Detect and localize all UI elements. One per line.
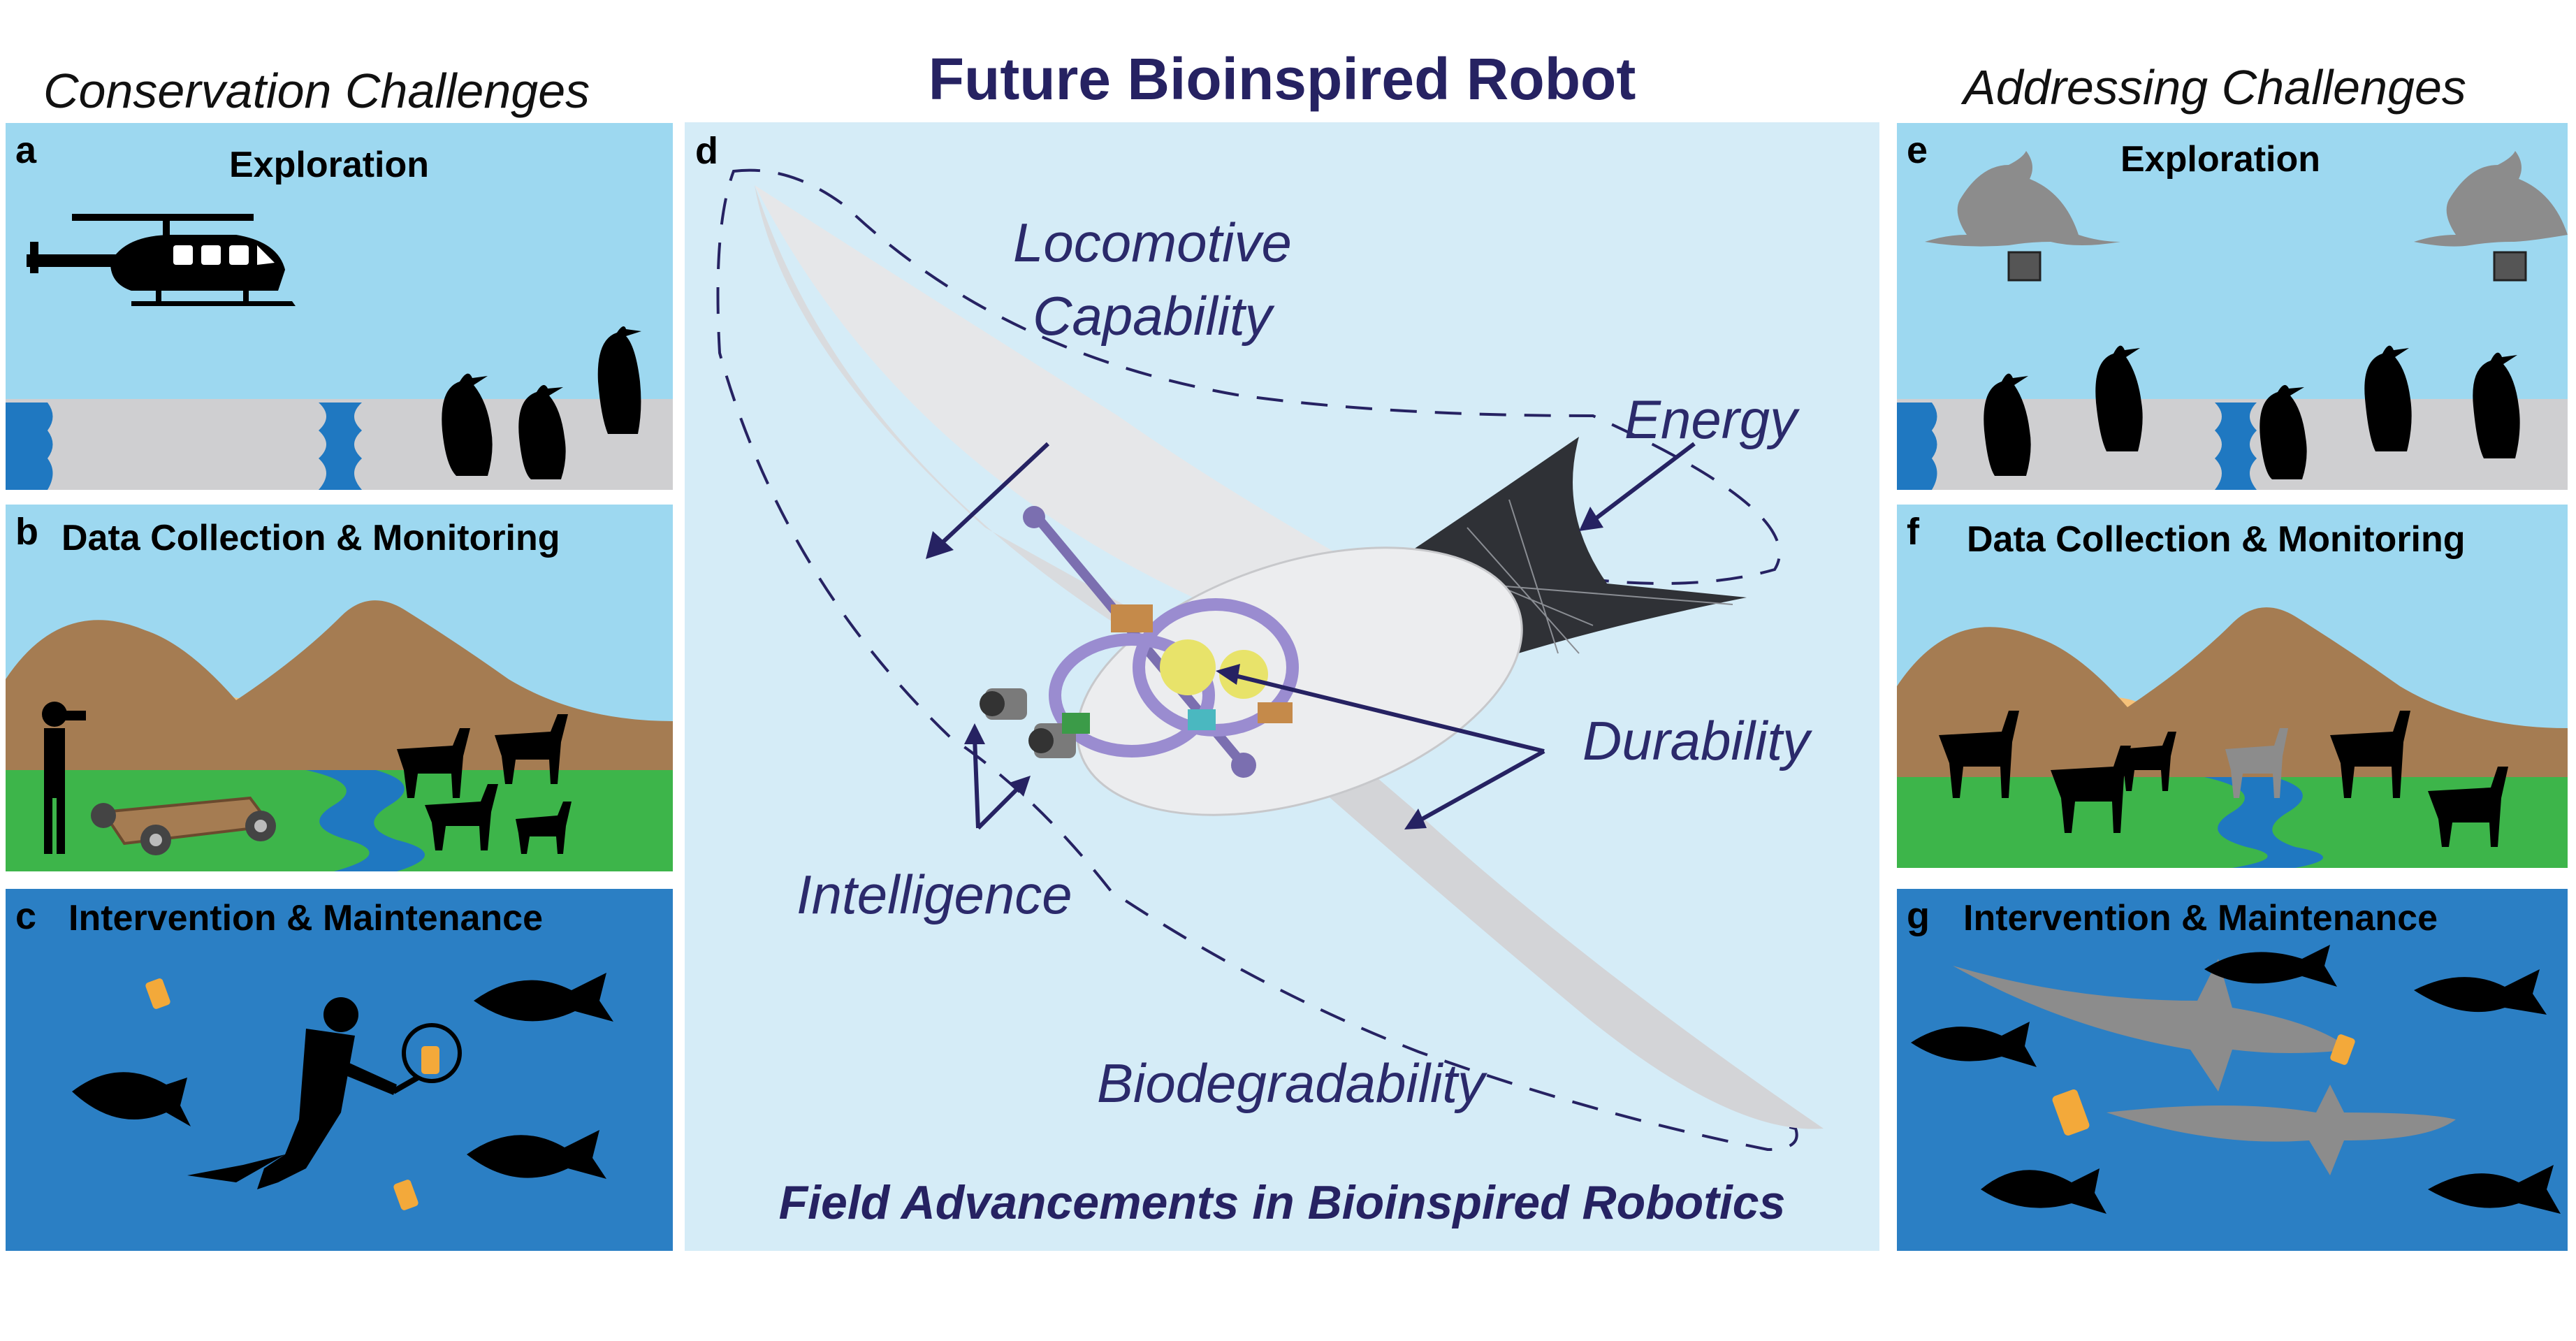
- panel-d-robot: d Locomotive Capability Energy Durabilit…: [685, 122, 1879, 1251]
- label-intelligence: Intelligence: [796, 864, 1072, 925]
- panel-title: Data Collection & Monitoring: [61, 518, 560, 558]
- panel-letter: a: [15, 129, 37, 171]
- diver-icon: [187, 997, 397, 1189]
- panel-title: Exploration: [2120, 139, 2321, 180]
- robot-diagram: [716, 168, 1824, 1152]
- panel-title: Intervention & Maintenance: [1963, 898, 2438, 938]
- panel-b-scene: [6, 600, 673, 871]
- deer-icon: [1939, 711, 2508, 847]
- center-footer-title: Field Advancements in Bioinspired Roboti…: [778, 1176, 1786, 1229]
- deer-icon: [397, 714, 572, 854]
- center-title: Future Bioinspired Robot: [928, 46, 1636, 112]
- penguin-icon: [442, 326, 641, 479]
- panel-f-scene: [1897, 607, 2568, 868]
- right-column-header: Addressing Challenges: [1963, 60, 2466, 115]
- panel-g-intervention: g Intervention & Maintenance: [1897, 889, 2568, 1251]
- panel-g-scene: [1911, 945, 2561, 1214]
- penguin-icon: [1984, 345, 2520, 479]
- panel-title: Data Collection & Monitoring: [1967, 519, 2466, 560]
- helicopter-icon: [27, 214, 296, 306]
- fish-icon: [72, 973, 613, 1179]
- label-energy: Energy: [1624, 389, 1798, 450]
- net-icon: [402, 1023, 462, 1083]
- can-icon: [145, 978, 439, 1210]
- panel-a-scene: [6, 214, 673, 490]
- can-icon: [2052, 1034, 2355, 1136]
- robot-shark-icon: [1953, 959, 2456, 1175]
- label-biodegradability: Biodegradability: [1097, 1052, 1485, 1114]
- panel-f-monitoring: f Data Collection & Monitoring: [1897, 505, 2568, 868]
- panel-letter: b: [15, 511, 38, 553]
- panel-letter: f: [1907, 511, 1919, 553]
- label-locomotive-capability: Locomotive Capability: [1013, 212, 1292, 347]
- panel-letter: e: [1907, 129, 1928, 171]
- panel-a-exploration: a Exploration: [6, 123, 673, 490]
- left-column-header: Conservation Challenges: [43, 64, 590, 118]
- robot-deer-icon: [2225, 728, 2288, 798]
- panel-e-scene: [1897, 151, 2568, 490]
- label-durability: Durability: [1582, 710, 1810, 771]
- panel-letter: g: [1907, 895, 1930, 937]
- panel-title: Intervention & Maintenance: [68, 898, 543, 938]
- rover-icon: [91, 796, 276, 855]
- panel-c-scene: [72, 973, 613, 1210]
- panel-letter: c: [15, 895, 37, 937]
- person-with-binoculars-icon: [42, 702, 86, 854]
- panel-c-intervention: c Intervention & Maintenance: [6, 889, 673, 1251]
- panel-title: Exploration: [229, 145, 430, 185]
- fish-icon: [1911, 945, 2561, 1214]
- bird-drone-icon: [1925, 151, 2568, 247]
- panel-e-exploration: e Exploration: [1897, 123, 2568, 490]
- panel-b-monitoring: b Data Collection & Monitoring: [6, 505, 673, 871]
- panel-letter: d: [695, 130, 718, 172]
